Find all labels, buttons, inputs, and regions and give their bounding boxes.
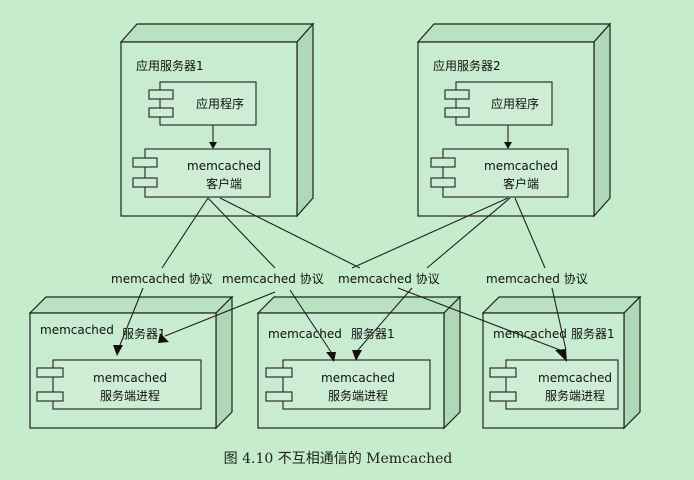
arrowhead-icon [113,345,123,356]
client-1-line1: memcached [187,159,261,173]
mem-server-3-title-right: 服务器1 [571,326,615,341]
memcached-server-3: memcached 服务器1 memcached 服务端进程 [481,295,642,430]
app-program-2: 应用程序 [444,81,553,126]
mem-server-1-title-right: 服务器1 [122,326,166,341]
arrowhead-icon [555,349,567,362]
app-server-1-title: 应用服务器1 [136,58,204,73]
proc-1-line1: memcached [93,371,167,385]
proc-1-line2: 服务端进程 [100,388,160,403]
mem-server-3-title-left: memcached [493,327,567,341]
memcached-server-2: memcached 服务器1 memcached 服务端进程 [256,295,462,430]
memcached-server-1: memcached 服务器1 memcached 服务端进程 [28,295,234,430]
protocol-label-2: memcached 协议 [222,271,324,286]
memcached-client-2: memcached 客户端 [430,148,569,198]
arrowhead-icon [504,142,512,149]
proc-3-line1: memcached [538,371,612,385]
mem-server-1-title-left: memcached [40,323,114,337]
client-2-line1: memcached [484,159,558,173]
protocol-label-3: memcached 协议 [338,271,440,286]
proc-2-line1: memcached [321,371,395,385]
app-server-1: 应用服务器1 应用程序 memcached 客户端 [119,22,315,218]
app-program-2-label: 应用程序 [491,96,539,111]
memcached-server-process-2: memcached 服务端进程 [265,359,431,410]
arrowhead-icon [326,352,336,362]
proc-2-line2: 服务端进程 [328,388,388,403]
client-1-line2: 客户端 [206,176,242,191]
memcached-client-1: memcached 客户端 [132,148,271,198]
arrowhead-icon [209,142,217,149]
memcached-server-process-3: memcached 服务端进程 [489,359,619,410]
app-program-1-label: 应用程序 [196,96,244,111]
figure-caption: 图 4.10 不互相通信的 Memcached [224,451,453,467]
memcached-server-process-1: memcached 服务端进程 [36,359,202,410]
mem-server-2-title-left: memcached [268,327,342,341]
proc-3-line2: 服务端进程 [545,388,605,403]
arrowhead-icon [158,333,169,343]
app-server-2: 应用服务器2 应用程序 memcached 客户端 [416,22,612,218]
protocol-label-1: memcached 协议 [111,271,213,286]
connection-lines [119,197,567,353]
client-2-line2: 客户端 [503,176,539,191]
app-server-2-title: 应用服务器2 [433,58,501,73]
arrowhead-icon [352,350,362,361]
app-program-1: 应用程序 [148,81,257,126]
protocol-label-4: memcached 协议 [486,271,588,286]
